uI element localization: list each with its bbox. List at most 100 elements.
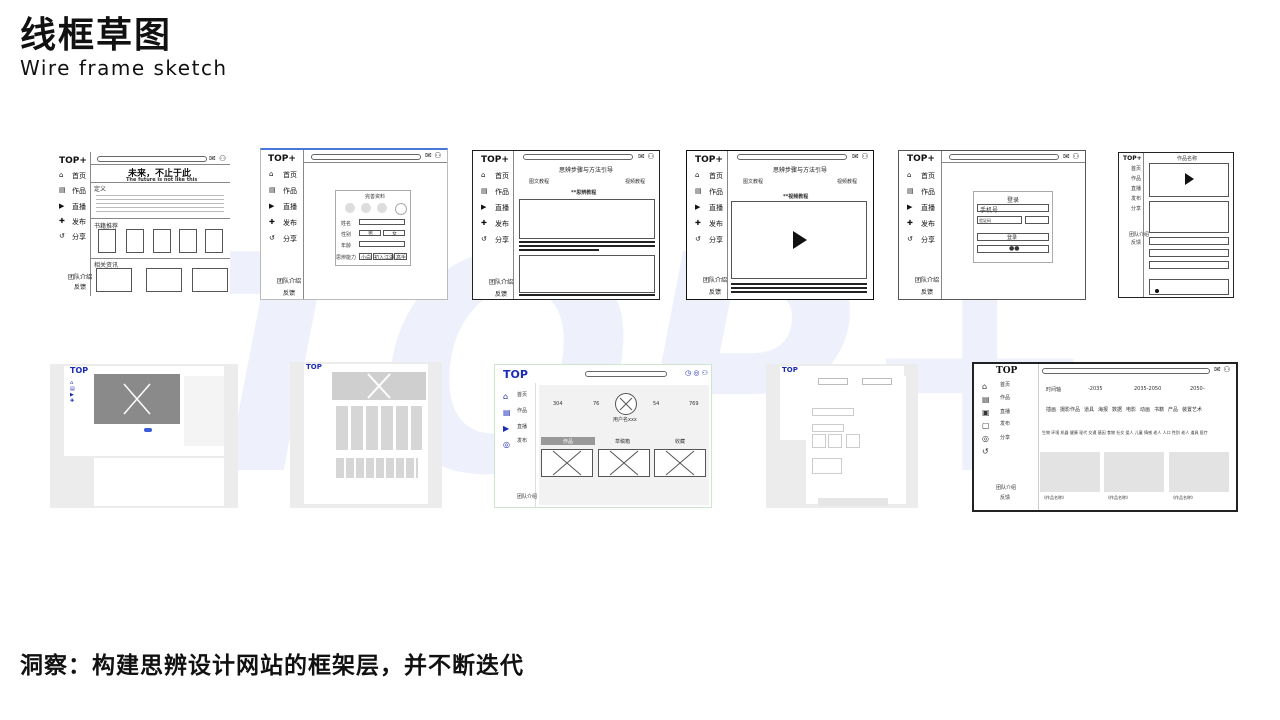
sketch-11-works-browse: TOP ✉ ⚇ ⌂▤▣▢◎↺ 首页 作品 直播 发布 分享 团队介绍 反馈 时间… <box>972 362 1238 512</box>
sketch-1-headline: 未来，不止于此 <box>128 169 192 179</box>
sketch-4-logo: TOP+ <box>695 155 723 165</box>
sketch-1-definition: TOP+ ✉ ⚇ 首页 作品 直播 发布 分享 ⌂▤▶✚↺ 团队介绍 反馈 未来… <box>52 152 230 296</box>
sketch-10-logo: TOP <box>782 366 798 374</box>
thumbnail-x-icons <box>552 450 695 476</box>
sketch-3-tutorial: TOP+ ✉ ⚇ 思辨步骤与方法引导 首页 作品 直播 发布 分享 ⌂▤▶✚↺ … <box>472 150 660 300</box>
nav-works: 作品 <box>921 188 935 196</box>
tab-video-tutorial[interactable]: 视频教程 <box>625 179 646 185</box>
nav-team: 团队介绍 <box>915 277 940 284</box>
login-title: 登录 <box>1007 197 1020 204</box>
sketch-1-headline-en: The future is not like this <box>126 177 198 183</box>
tab-text-tutorial[interactable]: 图文教程 <box>529 179 550 185</box>
category[interactable]: 装置艺术 <box>1182 407 1203 413</box>
nav-share: 分享 <box>709 236 723 244</box>
category[interactable]: 摄影作品 <box>1060 407 1081 413</box>
nav-home: 首页 <box>283 171 297 179</box>
category[interactable]: 数据 <box>1112 407 1123 413</box>
sketch-4-header: 思辨步骤与方法引导 <box>773 167 828 174</box>
nav-team: 团队介绍 <box>517 494 538 500</box>
nav-share: 分享 <box>495 236 509 244</box>
phone-input[interactable] <box>977 204 1049 212</box>
tab-drafts[interactable]: 草稿箱 <box>615 439 631 445</box>
login-button[interactable] <box>977 233 1049 241</box>
name-input[interactable] <box>359 219 405 225</box>
category[interactable]: 道具 <box>1084 407 1095 413</box>
nav-home: 首页 <box>495 172 509 180</box>
placeholder-x-icon <box>367 373 391 399</box>
sketch-4-video: TOP+ ✉ ⚇ 思辨步骤与方法引导 首页 作品 直播 发布 分享 ⌂▤▶✚↺ … <box>686 150 874 300</box>
send-code-button[interactable] <box>1025 216 1049 224</box>
ability-option-3[interactable]: 高手 <box>396 255 407 261</box>
sketch-9-profile: TOP ◷ ◎ ⚇ 首页 作品 直播 发布 ⌂▤▶◎ 团队介绍 304 76 5… <box>494 364 712 508</box>
nav-live: 直播 <box>495 204 509 212</box>
nav-home: 首页 <box>72 172 86 180</box>
category[interactable]: 插画 <box>1046 407 1057 413</box>
work-name: 作品名称 <box>1177 156 1198 162</box>
category[interactable]: 书籍 <box>1154 407 1165 413</box>
login-button-label: 登录 <box>1007 235 1018 241</box>
ability-option-2[interactable]: 初入江湖 <box>374 255 395 261</box>
code-input[interactable] <box>977 216 1022 224</box>
nav-home: 首页 <box>1000 382 1011 388</box>
timeline-1[interactable]: -2035 <box>1088 386 1103 392</box>
field-name-label: 姓名 <box>341 221 352 227</box>
nav-works: 作品 <box>283 187 297 195</box>
tab-video-tutorial[interactable]: 视频教程 <box>837 179 858 185</box>
category[interactable]: 产品 <box>1168 407 1179 413</box>
age-input[interactable] <box>359 241 405 247</box>
sketch-10-publish: TOP <box>766 364 918 508</box>
tab-text-tutorial[interactable]: 图文教程 <box>743 179 764 185</box>
phone-placeholder: 手机号 <box>980 207 999 214</box>
timeline-3[interactable]: 2050- <box>1190 386 1205 392</box>
work-card-1[interactable] <box>1040 452 1100 492</box>
nav-works: 作品 <box>495 188 509 196</box>
nav-icons: ⌂▤▶✚ <box>70 380 75 404</box>
work-card-3[interactable] <box>1169 452 1229 492</box>
sketch-2-logo: TOP+ <box>268 154 296 164</box>
nav-team: 团队介绍 <box>1129 232 1150 238</box>
sketch-1-definition: 定义 <box>94 186 107 193</box>
field-ability-label: 思辨能力 <box>336 255 357 261</box>
tab-works[interactable]: 作品 <box>563 439 574 445</box>
gender-female-label: 女 <box>392 231 398 237</box>
nav-icons: ⌂▤▣▢◎↺ <box>982 382 990 456</box>
nav-live: 直播 <box>72 203 86 211</box>
wechat-login-button[interactable] <box>977 245 1049 253</box>
sketch-4-section: **视频教程 <box>783 194 809 200</box>
play-icon[interactable] <box>1185 173 1194 185</box>
nav-feedback: 反馈 <box>283 290 296 297</box>
sketch-5-logo: TOP+ <box>907 154 935 164</box>
nav-publish: 发布 <box>517 438 528 444</box>
avatar-placeholder-icon <box>619 397 633 411</box>
nav-team: 团队介绍 <box>277 278 302 285</box>
placeholder-x-icon <box>123 383 151 415</box>
ability-option-1[interactable]: 小白 <box>361 255 372 261</box>
play-icon[interactable] <box>793 231 807 249</box>
category[interactable]: 海报 <box>1098 407 1109 413</box>
nav-home: 首页 <box>1131 166 1142 172</box>
category[interactable]: 动画 <box>1140 407 1151 413</box>
tab-favorites[interactable]: 收藏 <box>675 439 686 445</box>
nav-live: 直播 <box>283 203 297 211</box>
nav-live: 直播 <box>1000 409 1011 415</box>
field-age-label: 年龄 <box>341 243 352 249</box>
nav-home: 首页 <box>517 392 528 398</box>
stat-3: 54 <box>653 401 660 407</box>
gender-male[interactable] <box>359 230 381 236</box>
timeline-2[interactable]: 2035-2050 <box>1134 386 1162 392</box>
nav-share: 分享 <box>921 236 935 244</box>
sketch-3-logo: TOP+ <box>481 155 509 165</box>
stat-4: 769 <box>689 401 699 407</box>
stat-2: 76 <box>593 401 600 407</box>
gender-female[interactable] <box>383 230 405 236</box>
code-placeholder: 验证码 <box>979 218 991 223</box>
nav-works: 作品 <box>709 188 723 196</box>
nav-works: 作品 <box>1131 176 1142 182</box>
nav-publish: 发布 <box>1131 196 1142 202</box>
sketch-2-profile-form: TOP+ ✉ ⚇ 首页 作品 直播 发布 分享 ⌂▤▶✚↺ 团队介绍 反馈 完善… <box>260 148 448 300</box>
nav-publish: 发布 <box>709 220 723 228</box>
work-card-2[interactable] <box>1104 452 1164 492</box>
category[interactable]: 电影 <box>1126 407 1137 413</box>
user-icon: ⚇ <box>219 154 227 163</box>
